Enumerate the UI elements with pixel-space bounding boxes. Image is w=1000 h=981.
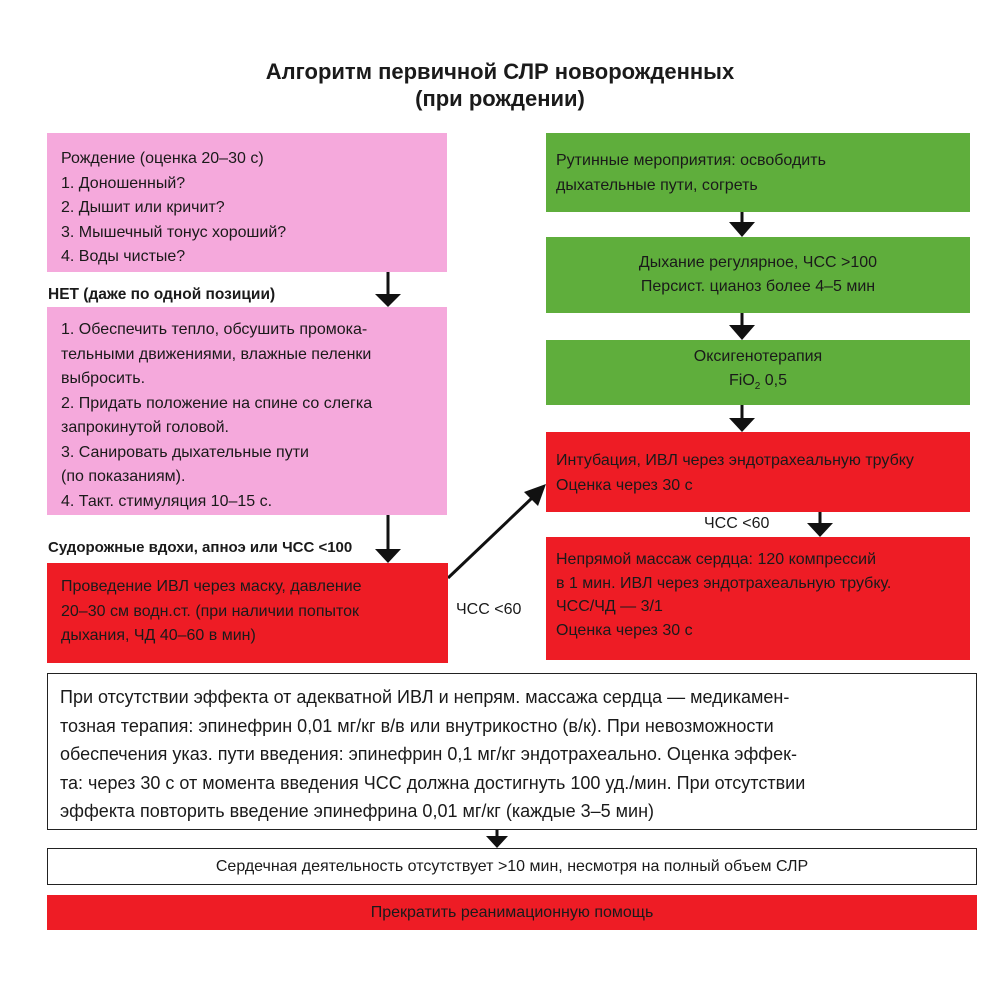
routine-care-box: Рутинные мероприятия: освободить дыхател…	[546, 133, 970, 212]
text-line: дыхательные пути, согреть	[556, 176, 758, 194]
hr-below-60-label: ЧСС <60	[456, 601, 522, 618]
arrow-down-icon	[375, 272, 401, 307]
medication-box: При отсутствии эффекта от адекватной ИВЛ…	[47, 673, 977, 830]
text-line: Проведение ИВЛ через маску, давление	[61, 578, 362, 595]
text-line: Сердечная деятельность отсутствует >10 м…	[215, 857, 809, 875]
text-line: 1. Доношенный?	[61, 174, 186, 192]
text-line: Рутинные мероприятия: освободить	[556, 152, 826, 169]
text-line: та: через 30 с от момента введения ЧСС д…	[60, 772, 806, 793]
no-label: НЕТ (даже по одной позиции)	[48, 286, 276, 303]
text-line: выбросить.	[61, 370, 146, 387]
text-line: эффекта повторить введение эпинефрина 0,…	[60, 801, 655, 821]
text-line: 4. Воды чистые?	[61, 248, 186, 265]
no-cardiac-activity-box: Сердечная деятельность отсутствует >10 м…	[47, 848, 977, 885]
arrow-down-icon	[807, 512, 833, 537]
text-line: тозная терапия: эпинефрин 0,01 мг/кг в/в…	[60, 715, 774, 736]
text-line: обеспечения указ. пути введения: эпинефр…	[60, 744, 797, 764]
text-line: 3. Санировать дыхательные пути	[61, 443, 309, 461]
arrow-diagonal-icon	[446, 484, 546, 580]
text-line: запрокинутой головой.	[61, 419, 229, 436]
gasping-label: Судорожные вдохи, апноэ или ЧСС <100	[48, 539, 353, 556]
oxygen-therapy-box: Оксигенотерапия FiO2 0,5	[546, 340, 970, 405]
text-line: 2. Дышит или кричит?	[61, 199, 225, 216]
text-line: При отсутствии эффекта от адекватной ИВЛ…	[60, 687, 790, 707]
arrow-down-icon	[729, 405, 755, 432]
text-line: Оксигенотерапия	[693, 347, 823, 365]
text-line: Рождение (оценка 20–30 с)	[61, 150, 264, 167]
text-line: 2. Придать положение на спине со слегка	[61, 394, 373, 412]
arrow-down-icon	[486, 830, 508, 848]
text-line: Прекратить реанимационную помощь	[370, 903, 654, 921]
arrow-down-icon	[375, 515, 401, 563]
text-line: 1. Обеспечить тепло, обсушить промока-	[61, 321, 368, 338]
arrow-down-icon	[729, 313, 755, 340]
chest-compression-box: Непрямой массаж сердца: 120 компрессий в…	[546, 537, 970, 660]
intubation-box: Интубация, ИВЛ через эндотрахеальную тру…	[546, 432, 970, 512]
fio-text: FiO	[728, 372, 755, 390]
text-line: Оценка через 30 с	[556, 621, 693, 639]
text-line: Дыхание регулярное, ЧСС >100	[638, 253, 878, 271]
text-line: (по показаниям).	[61, 468, 186, 485]
text-line: 3. Мышечный тонус хороший?	[61, 223, 287, 241]
text-line: тельными движениями, влажные пеленки	[61, 345, 372, 363]
fio2-value: FiO2 0,5	[552, 369, 964, 400]
birth-assessment-box: Рождение (оценка 20–30 с) 1. Доношенный?…	[47, 133, 447, 272]
text-line: Оценка через 30 с	[556, 476, 693, 494]
text-line: Непрямой массаж сердца: 120 компрессий	[556, 551, 876, 568]
stop-resuscitation-box: Прекратить реанимационную помощь	[47, 895, 977, 930]
title-line: (при рождении)	[415, 86, 585, 111]
text-line: Персист. цианоз более 4–5 мин	[640, 278, 876, 295]
initial-steps-box: 1. Обеспечить тепло, обсушить промока- т…	[47, 307, 447, 515]
text-line: дыхания, ЧД 40–60 в мин)	[61, 627, 256, 644]
arrow-down-icon	[729, 212, 755, 237]
text-line: 4. Такт. стимуляция 10–15 с.	[61, 492, 273, 510]
fio-number: 0,5	[760, 372, 788, 390]
mask-ventilation-box: Проведение ИВЛ через маску, давление 20–…	[47, 563, 448, 663]
fio-subscript: 2	[754, 381, 761, 393]
text-line: ЧСС/ЧД — 3/1	[556, 598, 663, 615]
regular-breathing-box: Дыхание регулярное, ЧСС >100 Персист. ци…	[546, 237, 970, 313]
text-line: в 1 мин. ИВЛ через эндотрахеальную трубк…	[556, 574, 892, 592]
hr-below-60-label: ЧСС <60	[704, 515, 770, 532]
diagram-title: Алгоритм первичной СЛР новорожденных (пр…	[0, 58, 1000, 112]
text-line: 20–30 см водн.ст. (при наличии попыток	[61, 602, 360, 620]
title-line: Алгоритм первичной СЛР новорожденных	[265, 59, 735, 84]
text-line: Интубация, ИВЛ через эндотрахеальную тру…	[556, 452, 914, 469]
